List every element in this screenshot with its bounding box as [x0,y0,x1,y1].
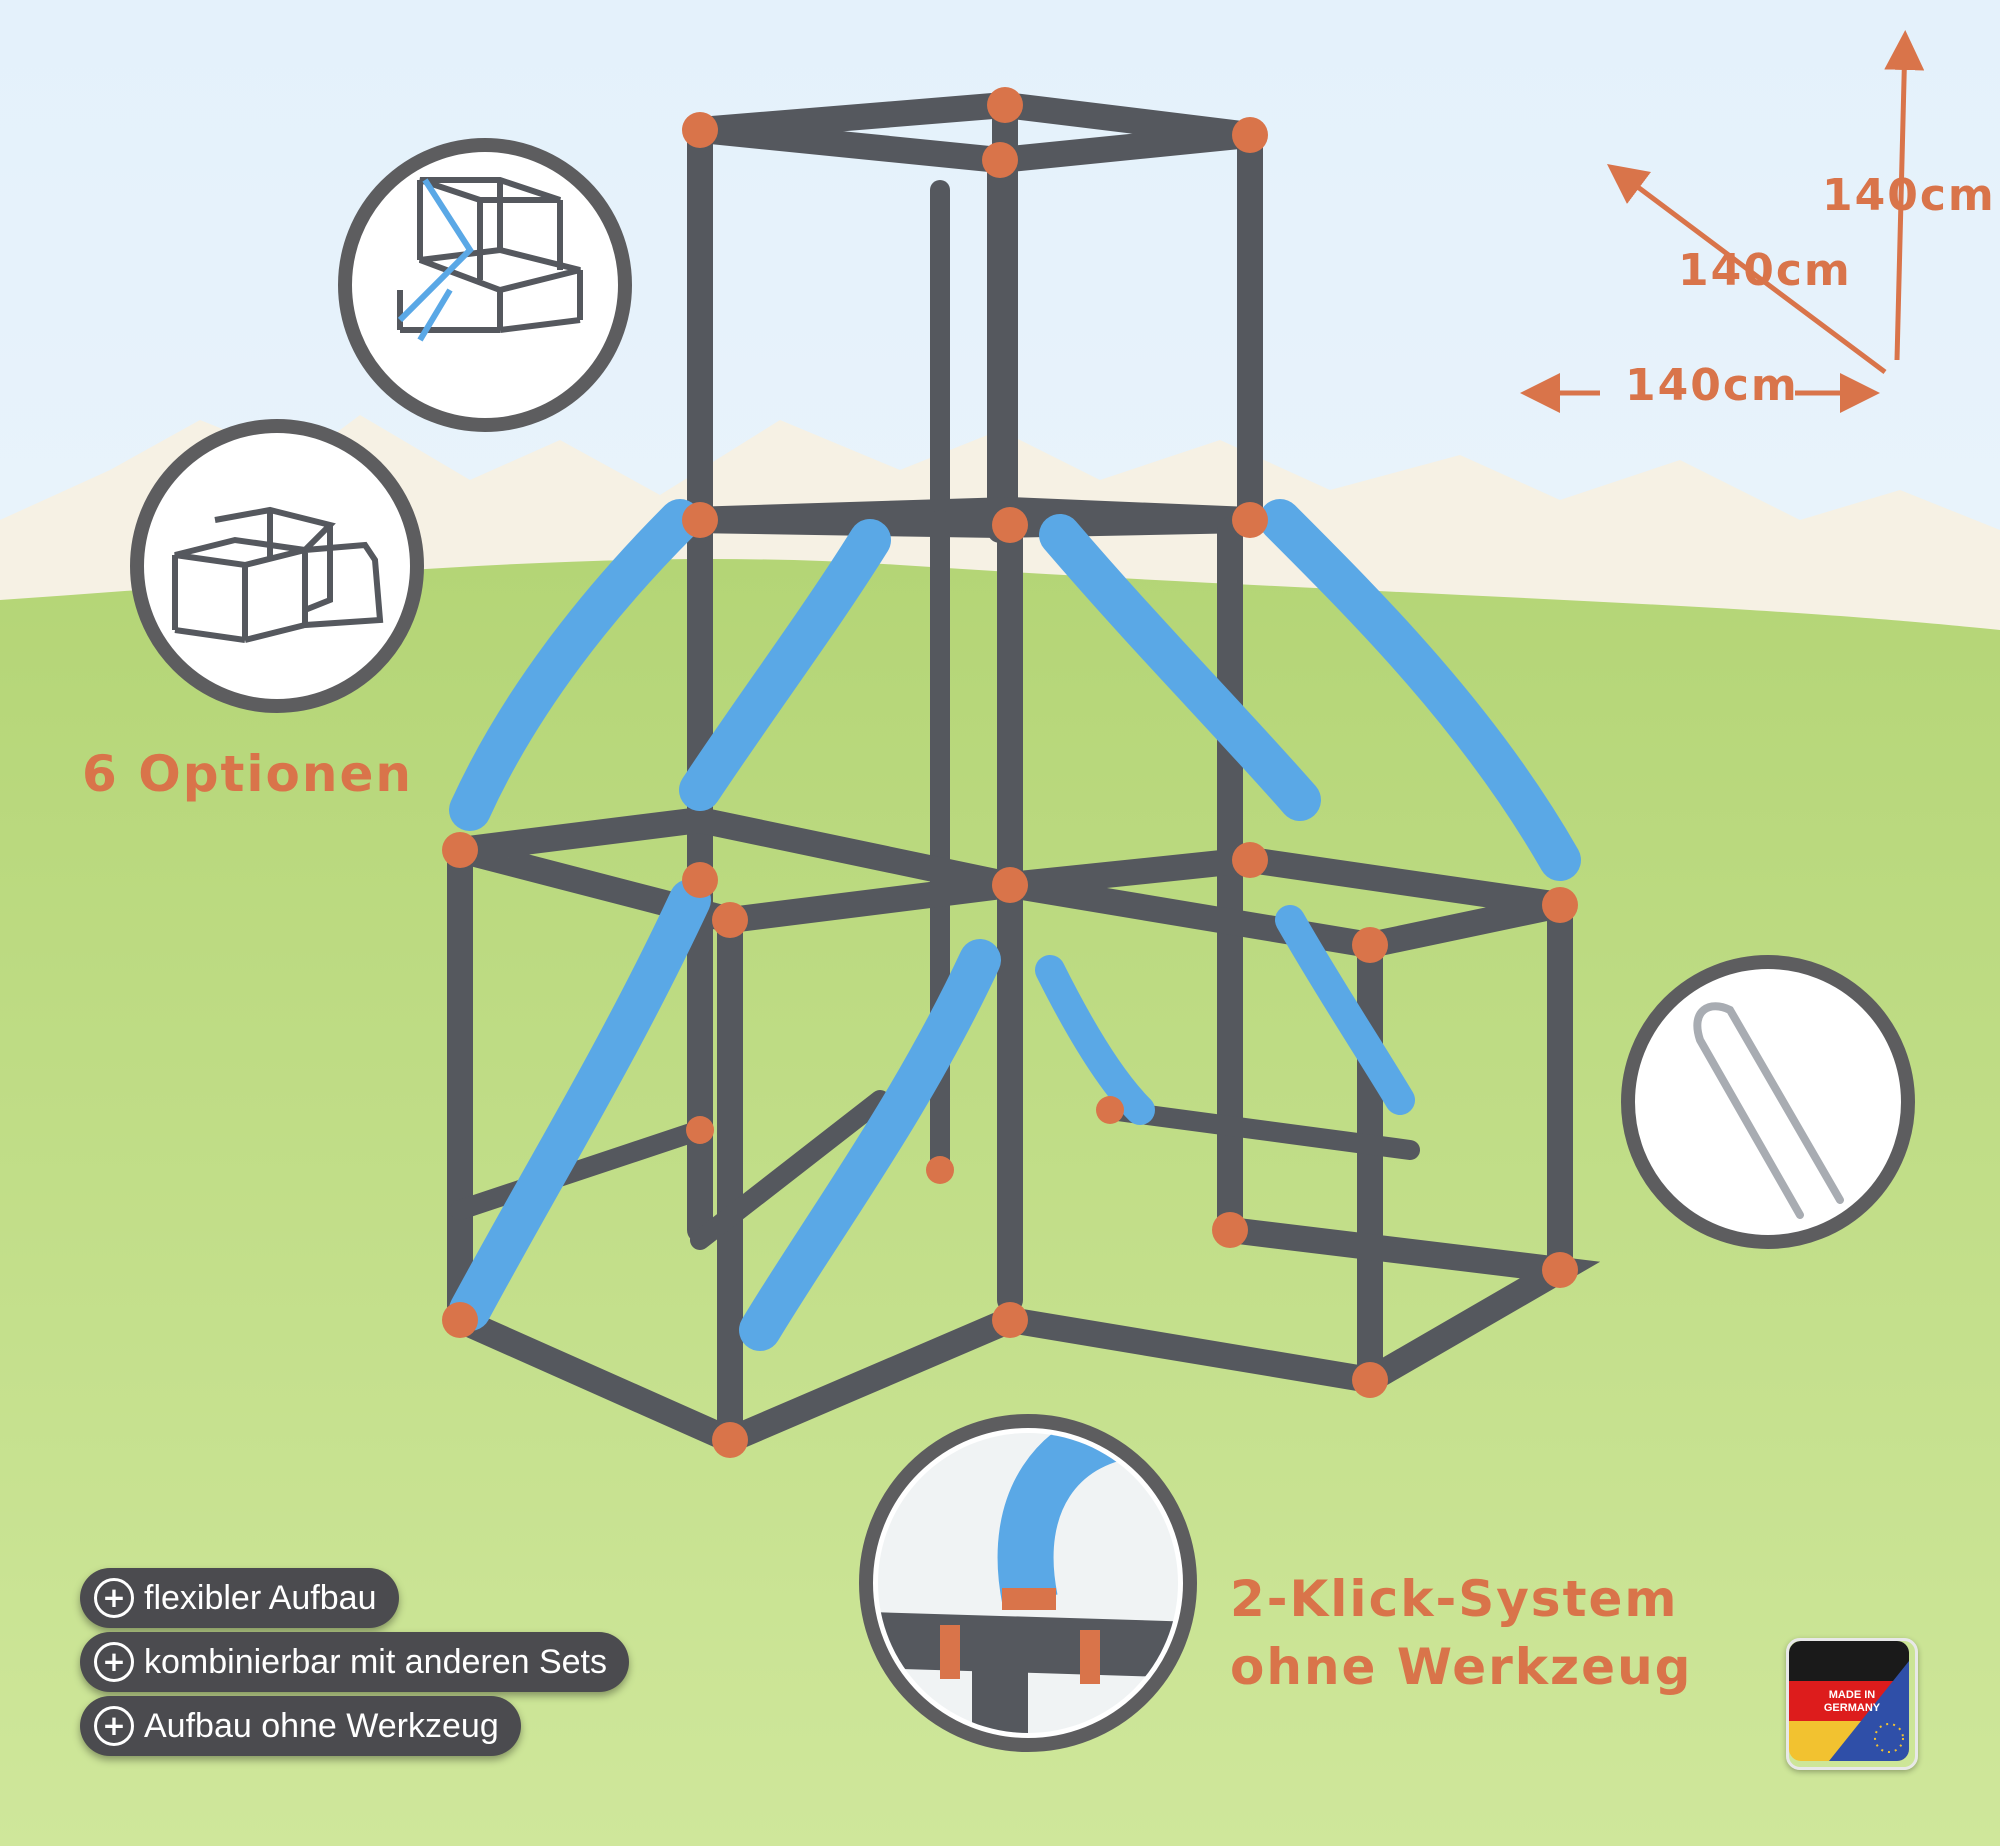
inset-ground-stake [1621,955,1915,1249]
badge-line2: GERMANY [1823,1702,1881,1714]
options-label: 6 Optionen [82,745,413,803]
plus-circle-icon: + [94,1642,134,1682]
blue-ladder-rail-front-center [739,939,1001,1351]
tower-mid-frame [689,496,1251,539]
dimension-arrow-icon [1520,30,1925,413]
blue-ladder-rail-front-left [449,879,711,1331]
blue-ladder-rail-inner [1035,955,1155,1125]
feature-text: Aufbau ohne Werkzeug [144,1706,499,1745]
inset-configuration-b [130,419,424,713]
click-system-line2: ohne Werkzeug [1230,1638,1693,1696]
blue-ladder-rail-right-outer [1259,499,1581,881]
blue-ladder-rail-back [679,519,891,811]
feature-pill: + kombinierbar mit anderen Sets [80,1632,630,1692]
made-in-germany-flag [1789,1641,1909,1761]
feature-text: kombinierbar mit anderen Sets [144,1642,608,1681]
dimension-height-label: 140cm [1822,170,1996,221]
blue-ladder-rail-inner-right [1275,905,1415,1115]
inset-click-connector [859,1414,1197,1752]
climbing-frame [442,87,1601,1458]
right-cube-bottom [997,1217,1601,1394]
click-system-line1: 2-Klick-System [1230,1570,1679,1628]
orange-connectors [442,87,1578,1458]
made-in-germany-badge: MADE IN GERMANY [1786,1638,1918,1770]
plus-circle-icon: + [94,1578,134,1618]
dimension-depth-label: 140cm [1678,245,1852,296]
inset-configuration-a [338,138,632,432]
blue-ladder-rail-right-inner [1039,514,1321,821]
click-system-label: 2-Klick-System ohne Werkzeug [1230,1565,1692,1701]
feature-text: flexibler Aufbau [144,1578,377,1617]
feature-pill: + Aufbau ohne Werkzeug [80,1696,521,1756]
dimension-width-label: 140cm [1625,360,1799,411]
badge-text: MADE IN GERMANY [1789,1689,1915,1715]
right-cube-back-bottom [1100,1100,1420,1160]
left-cube-back-bottom [450,1090,890,1250]
plus-circle-icon: + [94,1706,134,1746]
badge-line1: MADE IN [1828,1689,1876,1701]
blue-ladder-rail-left-upper [449,499,701,831]
feature-pill: + flexibler Aufbau [80,1568,399,1628]
